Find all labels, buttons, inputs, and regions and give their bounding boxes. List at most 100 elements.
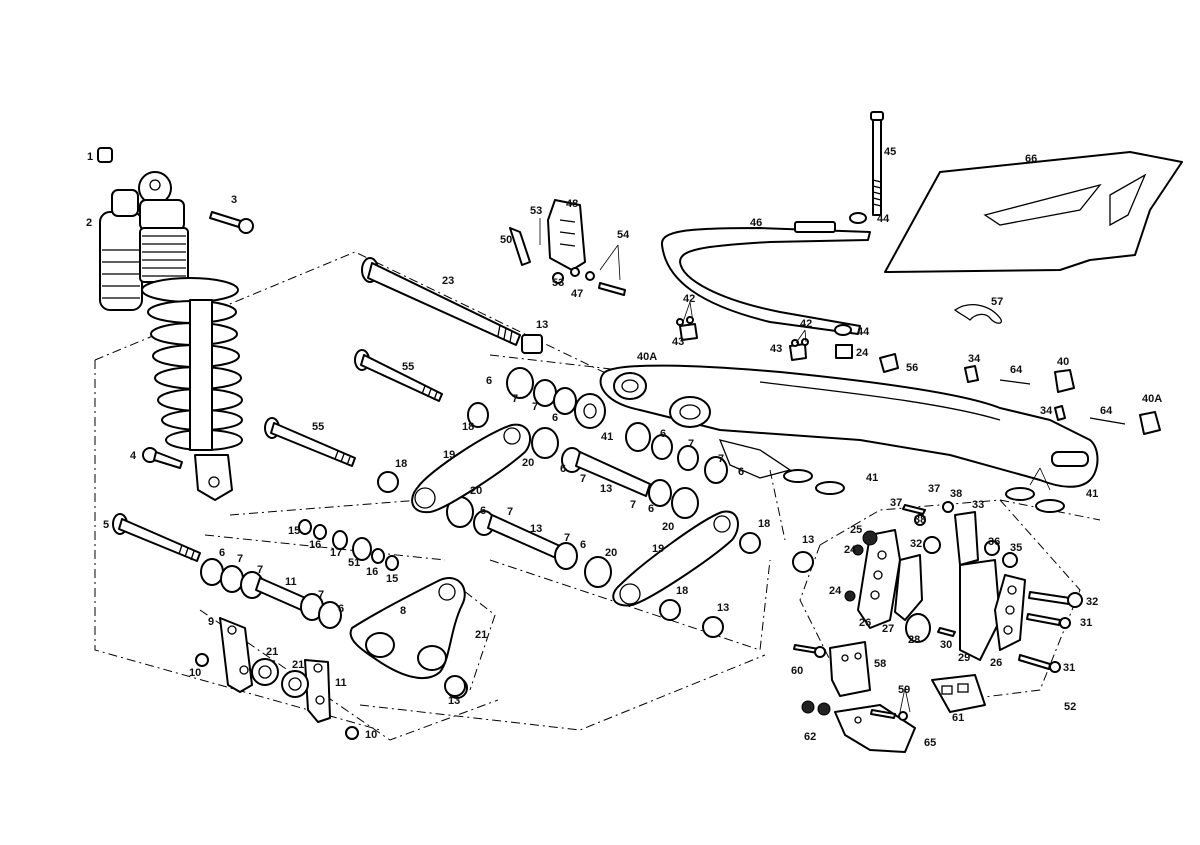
callout-7-d: 7 (512, 393, 518, 405)
callout-3: 3 (231, 194, 237, 206)
callout-6b: 6 (338, 603, 344, 615)
callout-56-a: 55 (402, 361, 414, 373)
linkage-rod-lower (612, 510, 739, 607)
callout-39-b: 38 (914, 514, 926, 526)
callout-27: 27 (882, 623, 894, 635)
callout-66: 66 (1025, 153, 1037, 165)
pads-41 (783, 469, 1065, 513)
callout-53: 52 (1064, 701, 1076, 713)
callout-52: 51 (348, 557, 360, 569)
callout-40: 40 (1057, 356, 1069, 368)
callout-39-a: 38 (950, 488, 962, 500)
callout-48: 46 (750, 217, 762, 229)
callout-19-d: 18 (676, 585, 688, 597)
callout-6-g: 6 (660, 428, 666, 440)
callout-7-h: 7 (688, 438, 694, 450)
callout-28: 28 (908, 634, 920, 646)
callout-44-b: 42 (800, 318, 812, 330)
callout-64-b: 64 (1100, 405, 1113, 417)
shock-spring (141, 277, 243, 451)
callout-19-b: 18 (395, 458, 407, 470)
callout-20-a: 19 (443, 449, 455, 461)
callout-45-b: 43 (770, 343, 782, 355)
callout-56-b: 55 (312, 421, 324, 433)
callout-16b: 15 (386, 573, 398, 585)
plate-62 (931, 674, 986, 713)
callout-12: 11 (335, 677, 347, 689)
callout-64-a: 64 (1010, 364, 1023, 376)
callout-49: 47 (571, 288, 583, 300)
callout-58: 57 (991, 296, 1003, 308)
callout-46-a: 44 (877, 213, 890, 225)
callout-15-a: 13 (600, 483, 612, 495)
callout-6-i: 6 (480, 505, 486, 517)
callout-35-b: 34 (1040, 405, 1053, 417)
callout-22: 21 (475, 629, 487, 641)
callout-13-c: 13 (717, 602, 729, 614)
callout-47: 45 (884, 146, 896, 158)
callout-61: 60 (791, 665, 803, 677)
callout-41-b: 41 (1086, 488, 1098, 500)
callout-32: 32 (1086, 596, 1098, 608)
swing-arm (599, 364, 1099, 488)
callout-65: 65 (924, 737, 936, 749)
callout-24-a: 24 (856, 347, 869, 359)
callout-29: 29 (958, 652, 970, 664)
brackets-lower-left (195, 617, 359, 740)
callout-35-a: 34 (968, 353, 981, 365)
callout-50: 48 (566, 198, 578, 210)
callout-6-c: 6 (486, 375, 492, 387)
callout-31-a: 31 (1080, 617, 1092, 629)
bolt-47 (834, 111, 884, 359)
callout-19-c: 18 (758, 518, 770, 530)
callout-40A: 40A (1142, 393, 1162, 405)
rocker-arm (349, 577, 466, 697)
callout-13-b: 13 (536, 319, 548, 331)
chain-guard (884, 151, 1183, 273)
chain-adjusters (879, 304, 1161, 435)
callout-16: 15 (288, 525, 300, 537)
axle-bolt-5 (112, 513, 201, 562)
callout-21-e: 20 (662, 521, 674, 533)
callout-6-f: 6 (648, 503, 654, 515)
bushing-28 (905, 613, 931, 643)
callout-7-k: 7 (564, 532, 570, 544)
callout-36: 35 (1010, 542, 1022, 554)
callout-4: 4 (130, 450, 137, 462)
callout-38-b: 37 (890, 497, 902, 509)
bracket-29 (959, 559, 1001, 661)
callout-10: 10 (189, 667, 201, 679)
callout-41-a: 41 (866, 472, 878, 484)
callout-10b: 10 (365, 729, 377, 741)
callout-17b: 16 (366, 566, 378, 578)
callout-18: 17 (330, 547, 342, 559)
callout-54-a: 53 (530, 205, 542, 217)
callout-60: 59 (898, 684, 910, 696)
bracket-assembly-53 (793, 501, 1083, 753)
callout-7: 7 (237, 553, 243, 565)
plate-26-right (994, 574, 1026, 651)
linkage-rods (411, 423, 739, 607)
callout-2: 2 (86, 217, 92, 229)
callout-labels: 1 2 3 4 5 6 7 7 11 7 6 8 9 10 10 21 21 1… (86, 146, 1162, 749)
callout-19-a: 18 (462, 421, 474, 433)
callout-6-e: 6 (560, 463, 566, 475)
nut-13-top (521, 334, 543, 354)
callout-37: 36 (988, 536, 1000, 548)
shock-top-nut (97, 147, 113, 163)
axle-bolt-23 (361, 257, 543, 354)
callout-6-d: 6 (552, 412, 558, 424)
callout-38: 37 (928, 483, 940, 495)
callout-13-d: 13 (802, 534, 814, 546)
callout-15-b: 13 (530, 523, 542, 535)
bearings-and-spacers (200, 367, 814, 699)
shock-reservoir (99, 211, 143, 311)
shock-absorber (97, 147, 254, 501)
linkage-rod-upper (411, 423, 532, 514)
shock-shaft (189, 299, 213, 451)
callout-62: 61 (952, 712, 964, 724)
callout-42: 40A (637, 351, 657, 363)
callout-30: 30 (940, 639, 952, 651)
callout-7-j: 7 (507, 506, 513, 518)
